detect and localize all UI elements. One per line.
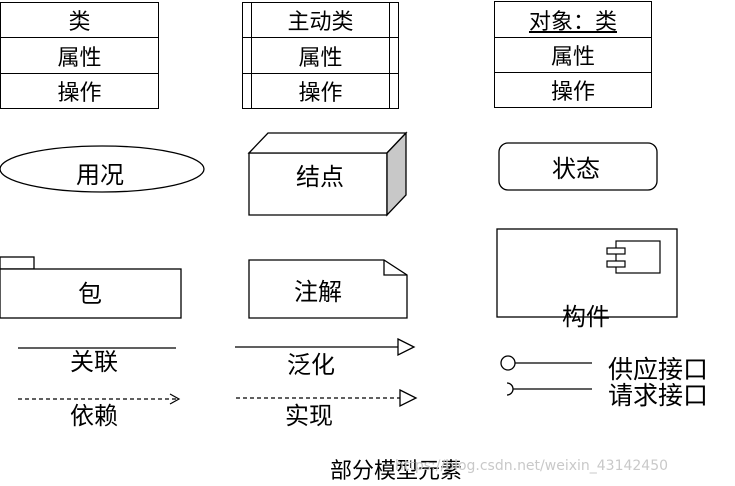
object-operations: 操作 [550,80,595,105]
active-class-operations: 操作 [298,81,343,106]
package-shape [0,256,182,319]
note-label: 注解 [294,278,342,306]
realization-arrow [236,388,418,408]
state-box [498,142,658,191]
dependency-arrow [18,393,181,405]
class-operations: 操作 [57,81,102,106]
use-case-label: 用况 [76,161,124,189]
node-label: 结点 [296,163,344,191]
active-class-attributes: 属性 [243,38,398,74]
class-attributes: 属性 [1,38,158,74]
node-box [247,131,408,217]
note-shape [248,259,408,319]
figure-caption: 部分模型元素 [330,459,463,484]
component-icon [615,240,661,274]
object-box: 对象：类 属性 操作 [494,1,652,108]
object-attributes: 属性 [495,38,651,73]
required-interface-symbol [506,382,592,396]
active-class-name: 主动类 [243,3,398,38]
package-label: 包 [78,280,102,308]
provided-interface-label: 供应接口 [608,355,709,384]
generalization-label: 泛化 [287,351,335,379]
generalization-arrow [235,337,416,357]
class-name: 类 [1,3,158,38]
component-shape [496,228,678,318]
realization-label: 实现 [285,402,333,430]
dependency-label: 依赖 [70,402,118,430]
provided-interface-symbol [500,355,592,371]
active-class-box: 主动类 属性 操作 [242,2,399,109]
state-label: 状态 [552,155,600,183]
class-box: 类 属性 操作 [0,2,159,109]
required-interface-label: 请求接口 [608,381,709,410]
use-case-ellipse [0,145,205,193]
association-label: 关联 [70,348,118,376]
watermark: https://blog.csdn.net/weixin_43142450 [395,458,669,474]
object-name: 对象：类 [528,9,617,35]
component-label: 构件 [562,303,610,331]
